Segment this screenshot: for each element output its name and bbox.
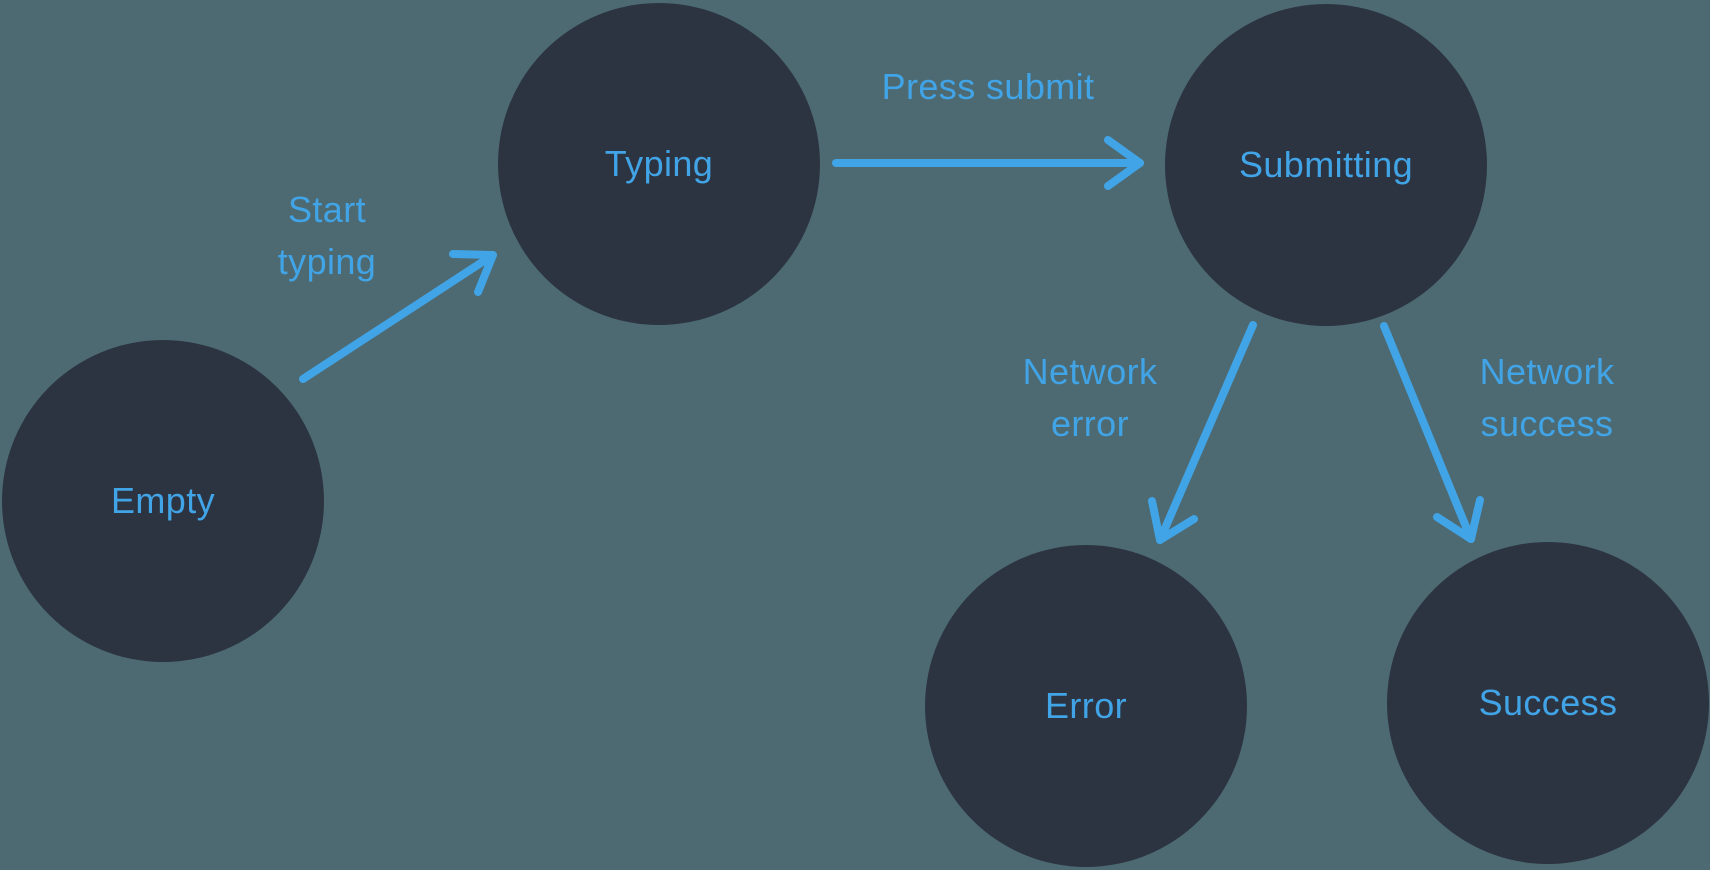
edge-arrow-press-submit: [832, 136, 1144, 190]
state-node-label: Success: [1478, 682, 1618, 723]
state-node-label: Submitting: [1238, 144, 1414, 185]
state-node-error: Error: [925, 545, 1247, 867]
state-node-typing: Typing: [498, 3, 820, 325]
edge-label-line: success: [1480, 403, 1614, 444]
edge-label-line: Press submit: [881, 66, 1095, 107]
edge-label-start-typing: Start typing: [278, 184, 376, 288]
edge-label-line: Network: [1479, 351, 1615, 392]
edge-label-press-submit: Press submit: [882, 61, 1095, 113]
arrow-head: [1104, 136, 1144, 190]
arrow-shaft: [1380, 322, 1475, 543]
arrow-head: [449, 250, 497, 296]
edge-label-line: error: [1050, 403, 1129, 444]
state-node-success: Success: [1387, 542, 1709, 864]
edge-label-line: Network: [1022, 351, 1158, 392]
state-node-label: Empty: [110, 480, 216, 521]
arrow-shaft: [1156, 321, 1257, 544]
edge-arrow-start-typing: [299, 250, 497, 383]
state-node-submitting: Submitting: [1165, 4, 1487, 326]
arrow-head: [1148, 497, 1198, 544]
edge-label-network-success: Network success: [1480, 346, 1615, 450]
state-node-label: Typing: [604, 143, 714, 184]
edge-label-line: Start: [287, 189, 367, 230]
edge-label-line: typing: [277, 241, 377, 282]
edge-arrow-network-success: [1380, 322, 1484, 543]
state-node-label: Error: [1045, 685, 1127, 726]
edge-label-network-error: Network error: [1023, 346, 1158, 450]
state-node-empty: Empty: [2, 340, 324, 662]
arrow-shaft: [299, 251, 497, 383]
arrow-head: [1433, 496, 1484, 543]
edge-arrow-network-error: [1148, 321, 1257, 544]
